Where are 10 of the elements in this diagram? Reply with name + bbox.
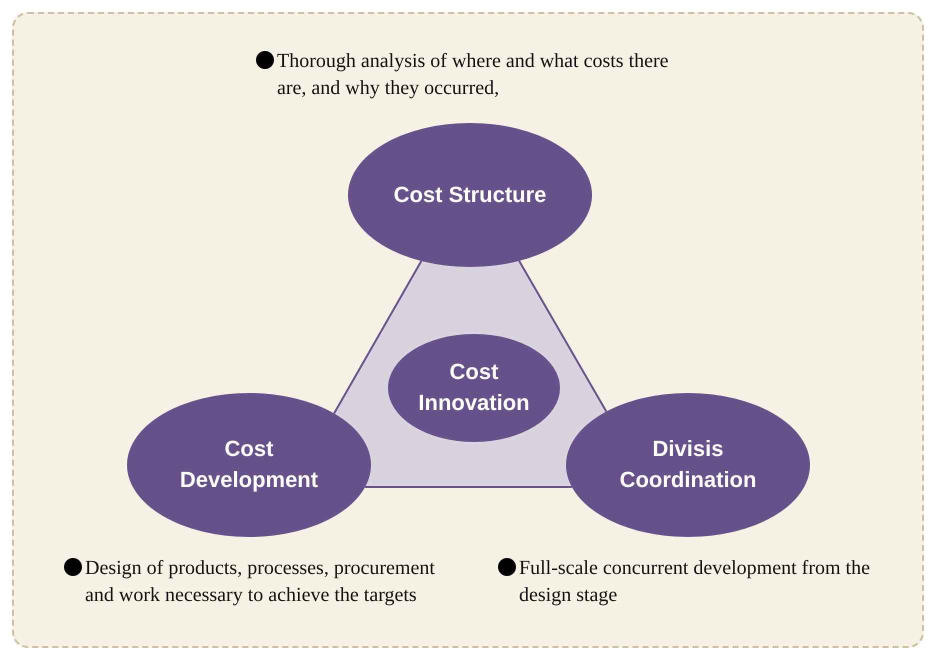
node-label: Cost Development (178, 435, 320, 494)
note-text: Design of products, processes, procurement and work necessary to achieve the targets (85, 556, 436, 608)
node-label: Divisis Coordination (618, 435, 758, 494)
note-text: Thorough analysis of where and what costs there are, and why they occurred, (277, 49, 670, 101)
connector-line (333, 260, 422, 414)
connector-line (365, 486, 572, 488)
note-text: Full-scale concurrent development from the design stage (519, 556, 871, 608)
connector-line (518, 260, 608, 412)
node-label: Cost Structure (392, 180, 548, 209)
node-label: Cost Innovation (417, 358, 531, 417)
